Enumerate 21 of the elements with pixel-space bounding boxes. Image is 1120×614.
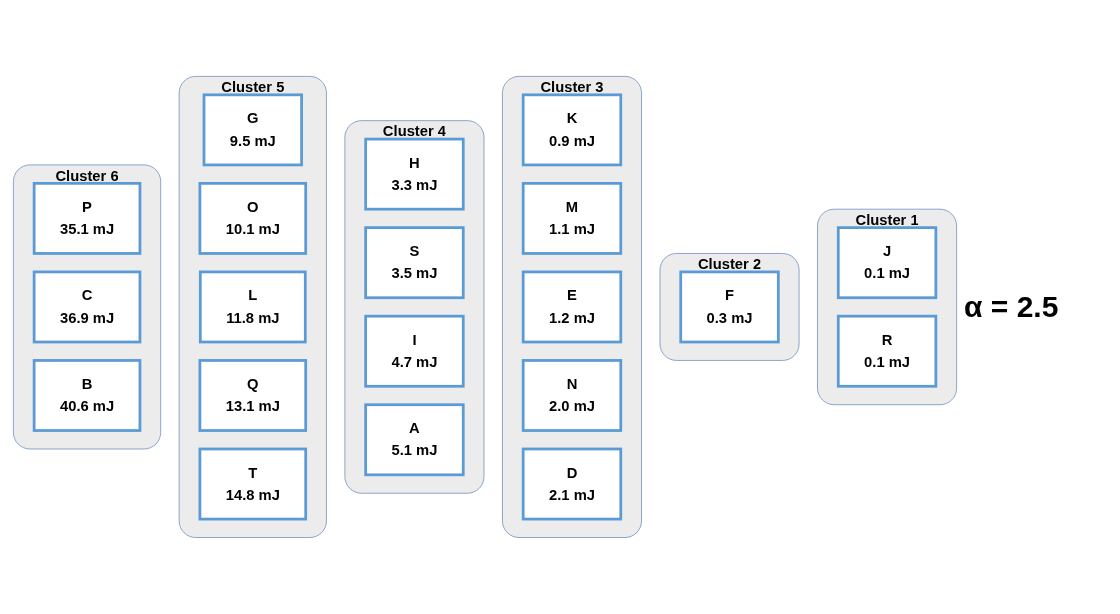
parameter-label: α = 2.5 xyxy=(964,290,1060,324)
node-box: G 9.5 mJ xyxy=(202,93,303,167)
node-box: R 0.1 mJ xyxy=(836,314,938,388)
node-box: D 2.1 mJ xyxy=(521,447,623,521)
node-box: S 3.5 mJ xyxy=(364,226,465,300)
node-box: I 4.7 mJ xyxy=(364,314,465,388)
node-box: Q 13.1 mJ xyxy=(198,359,308,432)
node-box: E 1.2 mJ xyxy=(521,270,623,344)
node-box: A 5.1 mJ xyxy=(364,403,465,477)
node-box: F 0.3 mJ xyxy=(679,270,780,344)
node-box: K 0.9 mJ xyxy=(521,93,623,167)
node-box: L 11.8 mJ xyxy=(198,270,307,344)
node-box: N 2.0 mJ xyxy=(521,359,623,432)
node-box: B 40.6 mJ xyxy=(32,359,142,432)
node-box: J 0.1 mJ xyxy=(836,226,938,300)
node-box: H 3.3 mJ xyxy=(364,137,465,211)
node-box: C 36.9 mJ xyxy=(32,270,142,344)
node-box: T 14.8 mJ xyxy=(198,447,308,521)
node-box: O 10.1 mJ xyxy=(198,182,308,255)
node-box: M 1.1 mJ xyxy=(521,182,623,255)
node-box: P 35.1 mJ xyxy=(32,182,142,255)
